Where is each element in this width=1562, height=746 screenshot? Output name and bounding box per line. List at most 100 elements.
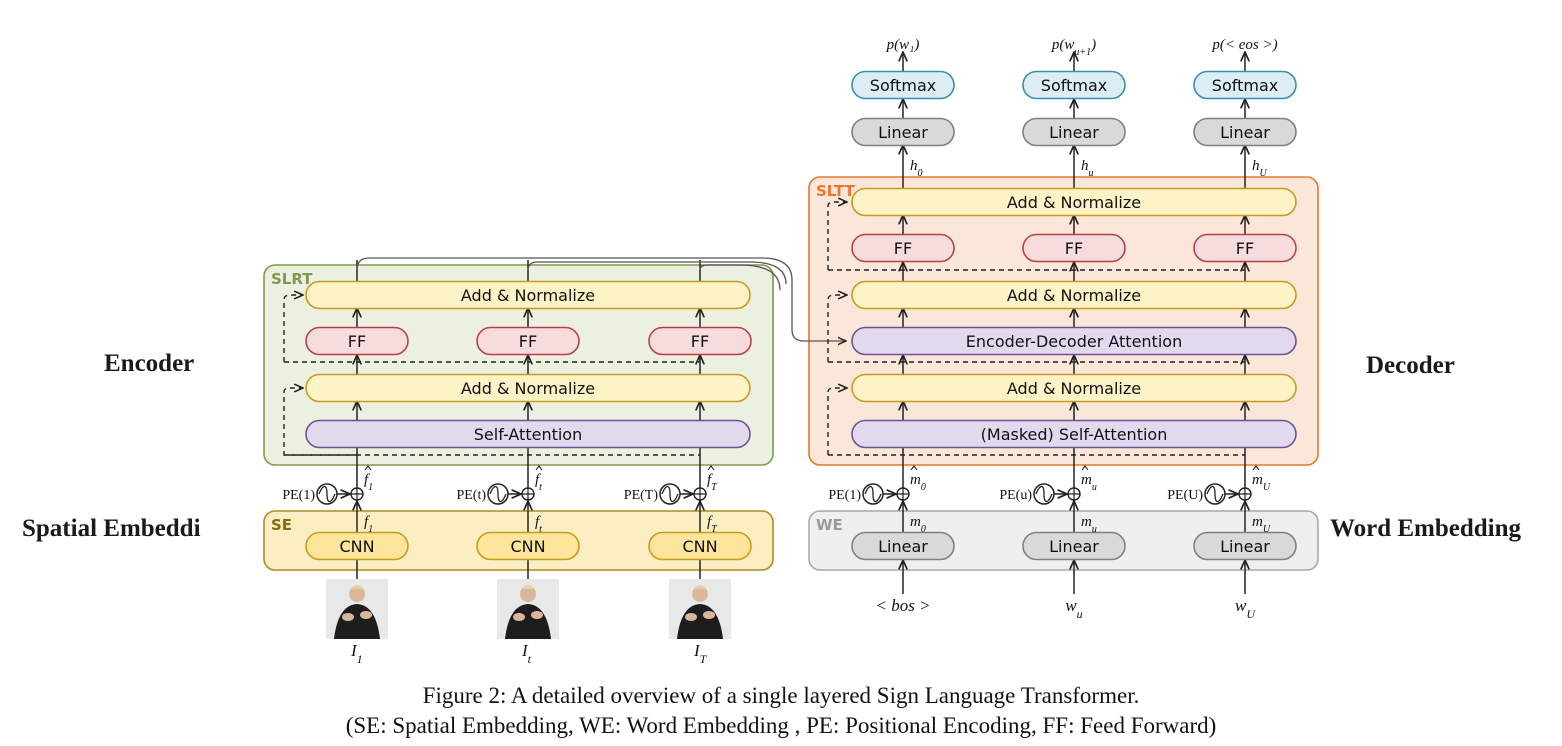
dec-m-label-1: mu [1081,514,1097,535]
dec-h-label-1: hu [1081,158,1094,179]
dec-output-linear-2 [1193,117,1297,147]
dec-residual-1 [827,388,847,455]
dec-m-label-0: m0 [910,514,926,535]
dec-softmax-0-label: Softmax [870,76,936,95]
dec-ff-0 [851,233,955,263]
enc-cnn-0 [305,531,409,561]
dec-add-normalize-bottom-label: Add & Normalize [1007,379,1141,398]
signer-hand-l-0 [342,613,354,621]
enc-add-normalize-bottom-label: Add & Normalize [461,379,595,398]
dec-output-linear-0-label: Linear [878,123,928,142]
signer-hand-l-2 [685,613,697,621]
enc-ff-2 [648,326,752,356]
enc-ff-1 [476,326,580,356]
dec-softmax-0 [851,70,955,100]
signer-head-1 [520,586,536,602]
dec-add-normalize-bottom [851,373,1297,403]
caption-line-1: Figure 2: A detailed overview of a singl… [422,683,1140,708]
enc-fhat-label-2: fT [707,472,718,493]
dec-add-normalize-mid [851,280,1297,310]
dec-pe-0-sine-wave [864,485,882,503]
dec-mhat-label-0-hat [910,465,918,471]
dec-mhat-label-2-hat [1252,465,1260,471]
signer-hair-2 [693,585,707,589]
caption-line-2: (SE: Spatial Embedding, WE: Word Embeddi… [345,713,1217,738]
enc-self-attention-label: Self-Attention [474,425,582,444]
dec-input-linear-1-label: Linear [1049,537,1099,556]
enc-cnn-1-label: CNN [510,537,545,556]
enc-add-normalize-bottom [305,373,751,403]
enc-cnn-2 [648,531,752,561]
enc-image-label-1: It [521,641,532,666]
dec-softmax-1-label: Softmax [1041,76,1107,95]
dec-add-normalize-top-label: Add & Normalize [1007,193,1141,212]
encoder-label: Encoder [104,350,195,377]
enc-pe-0-sum-cross [351,488,363,500]
dec-input-linear-2-label: Linear [1220,537,1270,556]
dec-pe-2-sine-wave [1206,485,1224,503]
enc-pe-2-sine-wave [661,485,679,503]
dec-pe-2-label: PE(U) [1167,488,1203,503]
sltt-panel-title: SLTT [816,182,855,200]
dec-output-label-1: p(wu+1) [1051,37,1096,58]
dec-residual-2 [827,295,847,362]
dec-pe-1-sine-wave [1035,485,1053,503]
enc-ff-1-label: FF [519,332,537,351]
dec-ff-2-label: FF [1236,239,1254,258]
signer-hand-r-2 [703,611,715,619]
dec-softmax-1 [1022,70,1126,100]
signer-head-2 [692,586,708,602]
dec-input-linear-2 [1193,531,1297,561]
dec-encoder-decoder-attention-label: Encoder-Decoder Attention [966,332,1182,351]
dec-input-linear-0-label: Linear [878,537,928,556]
signer-hand-r-1 [531,611,543,619]
enc-pe-1-sum-cross [522,488,534,500]
dec-output-linear-2-label: Linear [1220,123,1270,142]
enc-residual-1 [283,388,357,456]
signer-hair-1 [521,585,535,589]
dec-ff-1-label: FF [1065,239,1083,258]
enc-ff-2-label: FF [691,332,709,351]
enc-pe-1-label: PE(t) [456,488,486,503]
enc-fhat-label-1-hat [535,465,543,471]
dec-mhat-label-1-hat [1081,465,1089,471]
enc-pe-0-label: PE(1) [282,488,315,503]
enc-pe-0-sine-wave [318,485,336,503]
slrt-panel-title: SLRT [271,270,313,288]
enc-f-label-2: fT [707,514,718,535]
enc-pe-1-sine-wave [489,485,507,503]
enc-cnn-1 [476,531,580,561]
dec-mhat-label-1: mu [1081,472,1097,493]
dec-input-linear-1 [1022,531,1126,561]
enc-add-normalize-top [305,280,751,310]
dec-output-label-2: p(< eos >) [1211,37,1277,53]
dec-ff-0-label: FF [894,239,912,258]
enc-ff-0 [305,326,409,356]
dec-mhat-label-2: mU [1252,472,1271,493]
decoder-label: Decoder [1366,352,1455,379]
dec-add-normalize-mid-label: Add & Normalize [1007,286,1141,305]
dec-residual-3 [827,202,847,270]
dec-h-label-2: hU [1252,158,1268,179]
enc-f-label-1: ft [535,514,542,535]
enc-cnn-0-label: CNN [339,537,374,556]
dec-input-linear-0 [851,531,955,561]
enc-add-normalize-top-label: Add & Normalize [461,286,595,305]
enc-pe-2-label: PE(T) [624,488,659,503]
enc-fhat-label-2-hat [707,465,715,471]
dec-pe-0-sum-cross [897,488,909,500]
dec-pe-0-label: PE(1) [828,488,861,503]
enc-fhat-label-0: f1 [364,472,373,493]
signer-hair-0 [350,585,364,589]
enc-image-label-2: IT [693,641,708,666]
dec-softmax-2-label: Softmax [1212,76,1278,95]
enc-image-label-0: I1 [350,641,363,666]
word-embedding-label: Word Embedding [1330,515,1522,542]
enc-to-dec-link-2 [527,261,787,285]
dec-output-linear-1-label: Linear [1049,123,1099,142]
dec-encoder-decoder-attention [851,326,1297,356]
dec-output-linear-0 [851,117,955,147]
dec-input-label-0: < bos > [875,596,930,615]
enc-to-dec-link-3 [699,264,781,291]
